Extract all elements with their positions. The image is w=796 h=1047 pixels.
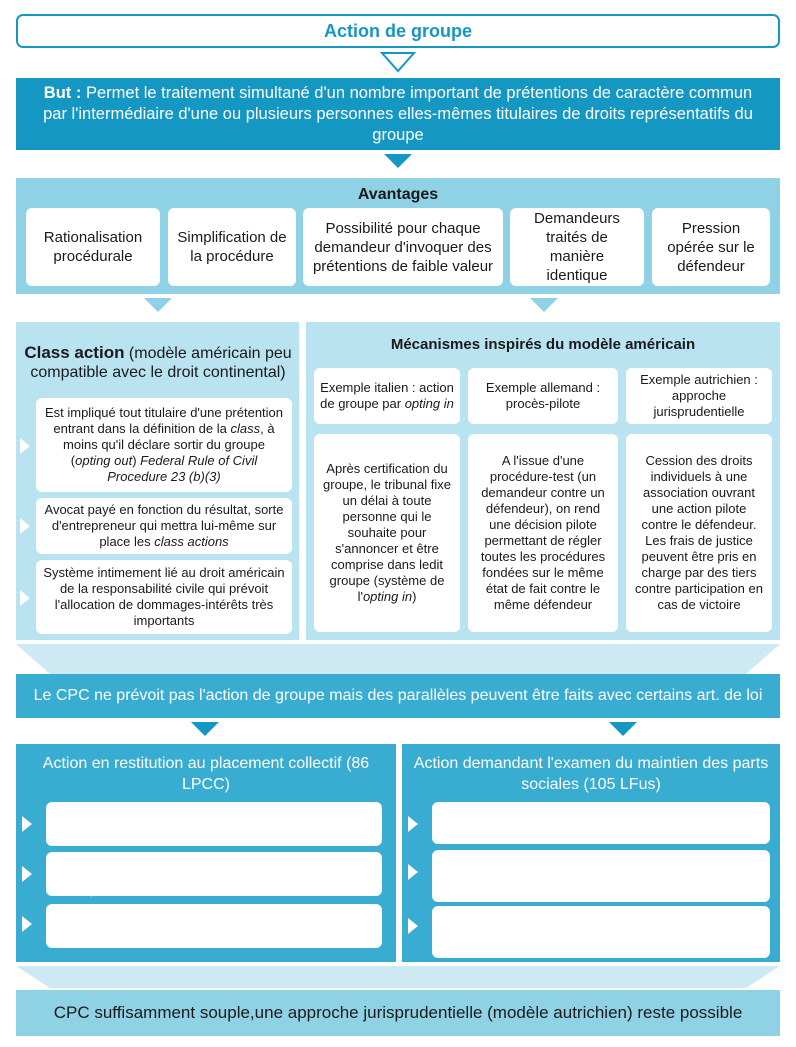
advantages-panel: Avantages Rationalisation procédurale Si…	[16, 178, 780, 294]
ca-italic: Federal Rule of Civil Procedure 23 (b)(3…	[107, 453, 258, 484]
mechanisms-panel: Mécanismes inspirés du modèle américain …	[306, 322, 780, 640]
goal-text: Permet le traitement simultané d'un nomb…	[43, 83, 753, 144]
conclusion-box: CPC suffisamment souple,une approche jur…	[16, 990, 780, 1036]
ex-head: Exemple allemand : procès-pilote	[485, 380, 601, 411]
mechanisms-title: Mécanismes inspirés du modèle américain	[390, 335, 696, 353]
advantage-card: Demandeurs traités de manière identique	[510, 208, 644, 286]
restitution-item: En faveur du fond et non des investisseu…	[46, 904, 382, 948]
right-arrow-icon	[408, 918, 418, 934]
down-arrow-icon	[384, 154, 412, 168]
ex-body-italic: opting in	[362, 589, 413, 604]
restitution-item: Si un représentant engage une action, le…	[46, 850, 382, 897]
ca-text: Est impliqué tout titulaire d'une préten…	[44, 405, 284, 436]
cpc-box: Le CPC ne prévoit pas l'action de groupe…	[16, 674, 780, 718]
ca-italic: class actions	[154, 534, 229, 549]
example-austria-header: Exemple autrichien : approche jurisprude…	[626, 368, 772, 424]
funnel-shape	[16, 644, 780, 674]
right-arrow-icon	[20, 518, 30, 534]
down-arrow-icon	[530, 298, 558, 312]
example-austria-body: Cession des droits individuels à une ass…	[626, 434, 772, 632]
advantages-title: Avantages	[357, 186, 439, 203]
class-action-item: Avocat payé en fonction du résultat, sor…	[36, 498, 292, 554]
right-arrow-icon	[408, 864, 418, 880]
right-arrow-icon	[408, 816, 418, 832]
advantage-card: Pression opérée sur le défendeur	[652, 208, 770, 286]
maintien-title: Action demandant l'examen du maintien de…	[413, 755, 769, 793]
advantage-card: Possibilité pour chaque demandeur d'invo…	[303, 208, 503, 286]
class-action-panel: Class action (modèle américain peu compa…	[16, 322, 299, 640]
restitution-title: Action en restitution au placement colle…	[42, 755, 370, 793]
ca-text: Avocat payé en fonction du résultat, sor…	[44, 502, 284, 549]
maintien-panel: Action demandant l'examen du maintien de…	[402, 744, 780, 962]
advantage-card: Rationalisation procédurale	[26, 208, 160, 286]
goal-label: But :	[43, 83, 82, 102]
ex-body: A l'issue d'une procédure-test (un deman…	[480, 453, 606, 612]
ca-italic: class	[230, 421, 261, 436]
down-arrow-icon	[144, 298, 172, 312]
ca-text: Système intimement lié au droit américai…	[43, 565, 285, 628]
funnel-shape	[16, 966, 780, 988]
down-arrow-icon	[609, 722, 637, 736]
right-arrow-icon	[22, 916, 32, 932]
example-italy-header: Exemple italien : action de groupe par o…	[314, 368, 460, 424]
example-germany-body: A l'issue d'une procédure-test (un deman…	[468, 434, 618, 632]
example-germany-header: Exemple allemand : procès-pilote	[468, 368, 618, 424]
class-action-item: Système intimement lié au droit américai…	[36, 560, 292, 634]
restitution-item: Action en faveur du fond ouverte à chaqu…	[46, 802, 382, 846]
ex-head-italic: opting in	[404, 396, 454, 411]
down-arrow-outline-icon	[380, 52, 416, 73]
right-arrow-icon	[22, 816, 32, 832]
ca-text: )	[132, 453, 141, 468]
title-box: Action de groupe	[16, 14, 780, 48]
maintien-item: Action à disposition de chaque associé (…	[432, 802, 770, 844]
ca-italic: opting out	[75, 453, 133, 468]
ex-body: Après certification du groupe, le tribun…	[323, 461, 451, 604]
right-arrow-icon	[22, 866, 32, 882]
maintien-item: Plutôt une action formatrice ayant effet…	[432, 906, 770, 958]
maintien-item: Effet sur tous les associés des sujets p…	[432, 850, 770, 902]
restitution-panel: Action en restitution au placement colle…	[16, 744, 396, 962]
ex-body: Cession des droits individuels à une ass…	[635, 453, 763, 612]
goal-box: But : Permet le traitement simultané d'u…	[16, 78, 780, 150]
right-arrow-icon	[20, 438, 30, 454]
page-title: Action de groupe	[324, 20, 472, 41]
right-arrow-icon	[20, 590, 30, 606]
example-italy-body: Après certification du groupe, le tribun…	[314, 434, 460, 632]
ex-head: Exemple italien : action de groupe par	[320, 380, 454, 411]
advantage-card: Simplification de la procédure	[168, 208, 296, 286]
ex-body: )	[412, 589, 417, 604]
class-action-title-rest: (modèle américain peu compatible avec le…	[30, 344, 292, 381]
down-arrow-icon	[191, 722, 219, 736]
ex-head: Exemple autrichien : approche jurisprude…	[640, 372, 758, 419]
ca-text: , à moins qu'il déclare sortir du groupe…	[63, 421, 275, 468]
class-action-title: Class action (modèle américain peu compa…	[22, 330, 294, 394]
class-action-title-bold: Class action	[24, 342, 125, 362]
class-action-item: Est impliqué tout titulaire d'une préten…	[36, 398, 292, 492]
